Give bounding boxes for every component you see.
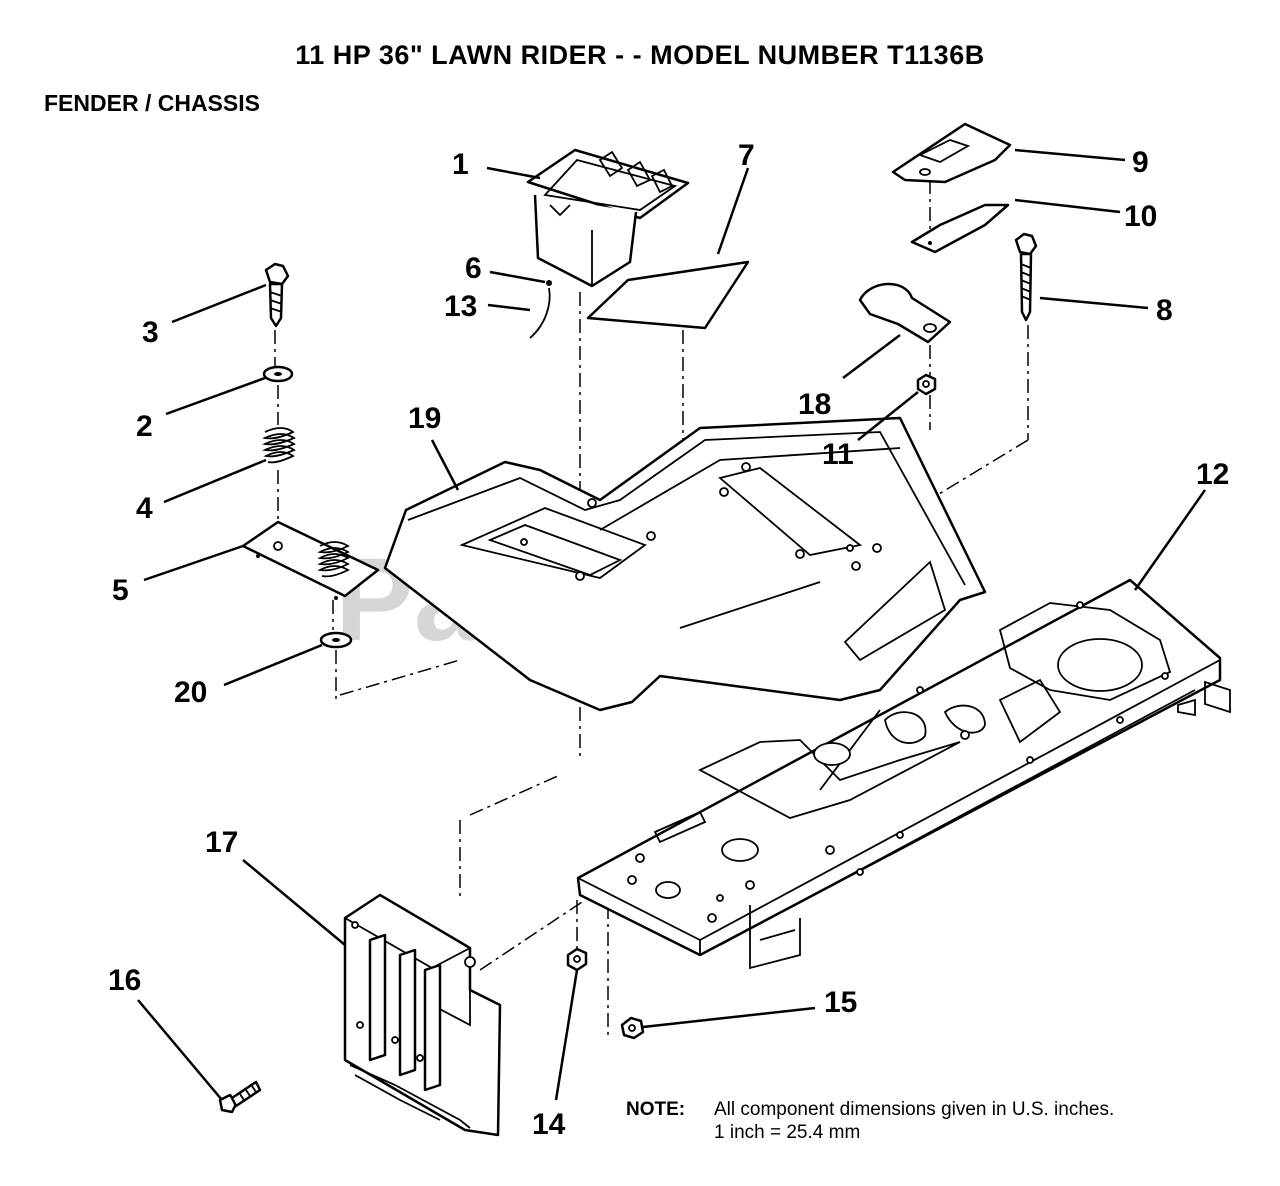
part-10-bracket — [910, 203, 1010, 254]
callout-18: 18 — [798, 388, 831, 421]
note-line-1: All component dimensions given in U.S. i… — [714, 1099, 1115, 1120]
callout-8: 8 — [1156, 294, 1173, 327]
part-9-plate — [891, 122, 1012, 184]
part-14-nut — [566, 947, 588, 972]
callout-1: 1 — [452, 148, 469, 181]
part-19-fender — [383, 416, 987, 712]
callout-5: 5 — [112, 574, 129, 607]
callout-7: 7 — [738, 139, 755, 172]
part-17-rear-panel — [343, 893, 502, 1137]
part-5-mounting-plate — [241, 520, 380, 600]
callout-6: 6 — [465, 252, 482, 285]
alignment-lines — [274, 180, 1029, 1040]
part-11-nut — [916, 373, 937, 396]
callout-20: 20 — [174, 676, 207, 709]
callout-16: 16 — [108, 964, 141, 997]
callout-17: 17 — [205, 826, 238, 859]
part-3-bolt — [264, 262, 290, 328]
note-label: NOTE: — [626, 1099, 686, 1120]
callout-9: 9 — [1132, 146, 1149, 179]
callout-numbers: 1 2 3 4 5 6 7 8 9 10 11 12 13 14 15 16 1… — [108, 139, 1229, 1141]
callout-19: 19 — [408, 402, 441, 435]
part-12-chassis — [576, 578, 1231, 970]
part-15-nut — [620, 1016, 645, 1040]
callout-14: 14 — [532, 1108, 566, 1141]
diagram-title: 11 HP 36" LAWN RIDER - - MODEL NUMBER T1… — [295, 40, 985, 70]
dimension-note: NOTE: All component dimensions given in U… — [626, 1098, 1114, 1144]
note-line-2: 1 inch = 25.4 mm — [714, 1122, 861, 1143]
part-18-clamp — [858, 282, 952, 344]
part-2-washer — [262, 365, 294, 383]
callout-11: 11 — [822, 438, 854, 471]
callout-4: 4 — [136, 492, 153, 525]
part-6-clip — [546, 280, 552, 286]
callout-2: 2 — [136, 410, 153, 443]
callout-13: 13 — [444, 290, 477, 323]
leader-lines — [137, 148, 1207, 1101]
part-4-spring — [262, 427, 296, 464]
part-20-washer — [319, 631, 353, 649]
callout-12: 12 — [1196, 458, 1229, 491]
part-1-storage-tray — [526, 148, 690, 288]
part-8-bolt — [1014, 232, 1038, 322]
part-16-bolt — [218, 1080, 262, 1114]
diagram-subtitle: FENDER / CHASSIS — [44, 90, 260, 116]
part-13-hose — [529, 287, 551, 339]
callout-3: 3 — [142, 316, 159, 349]
callout-15: 15 — [824, 986, 857, 1019]
callout-10: 10 — [1124, 200, 1157, 233]
part-7-decal — [586, 260, 750, 330]
